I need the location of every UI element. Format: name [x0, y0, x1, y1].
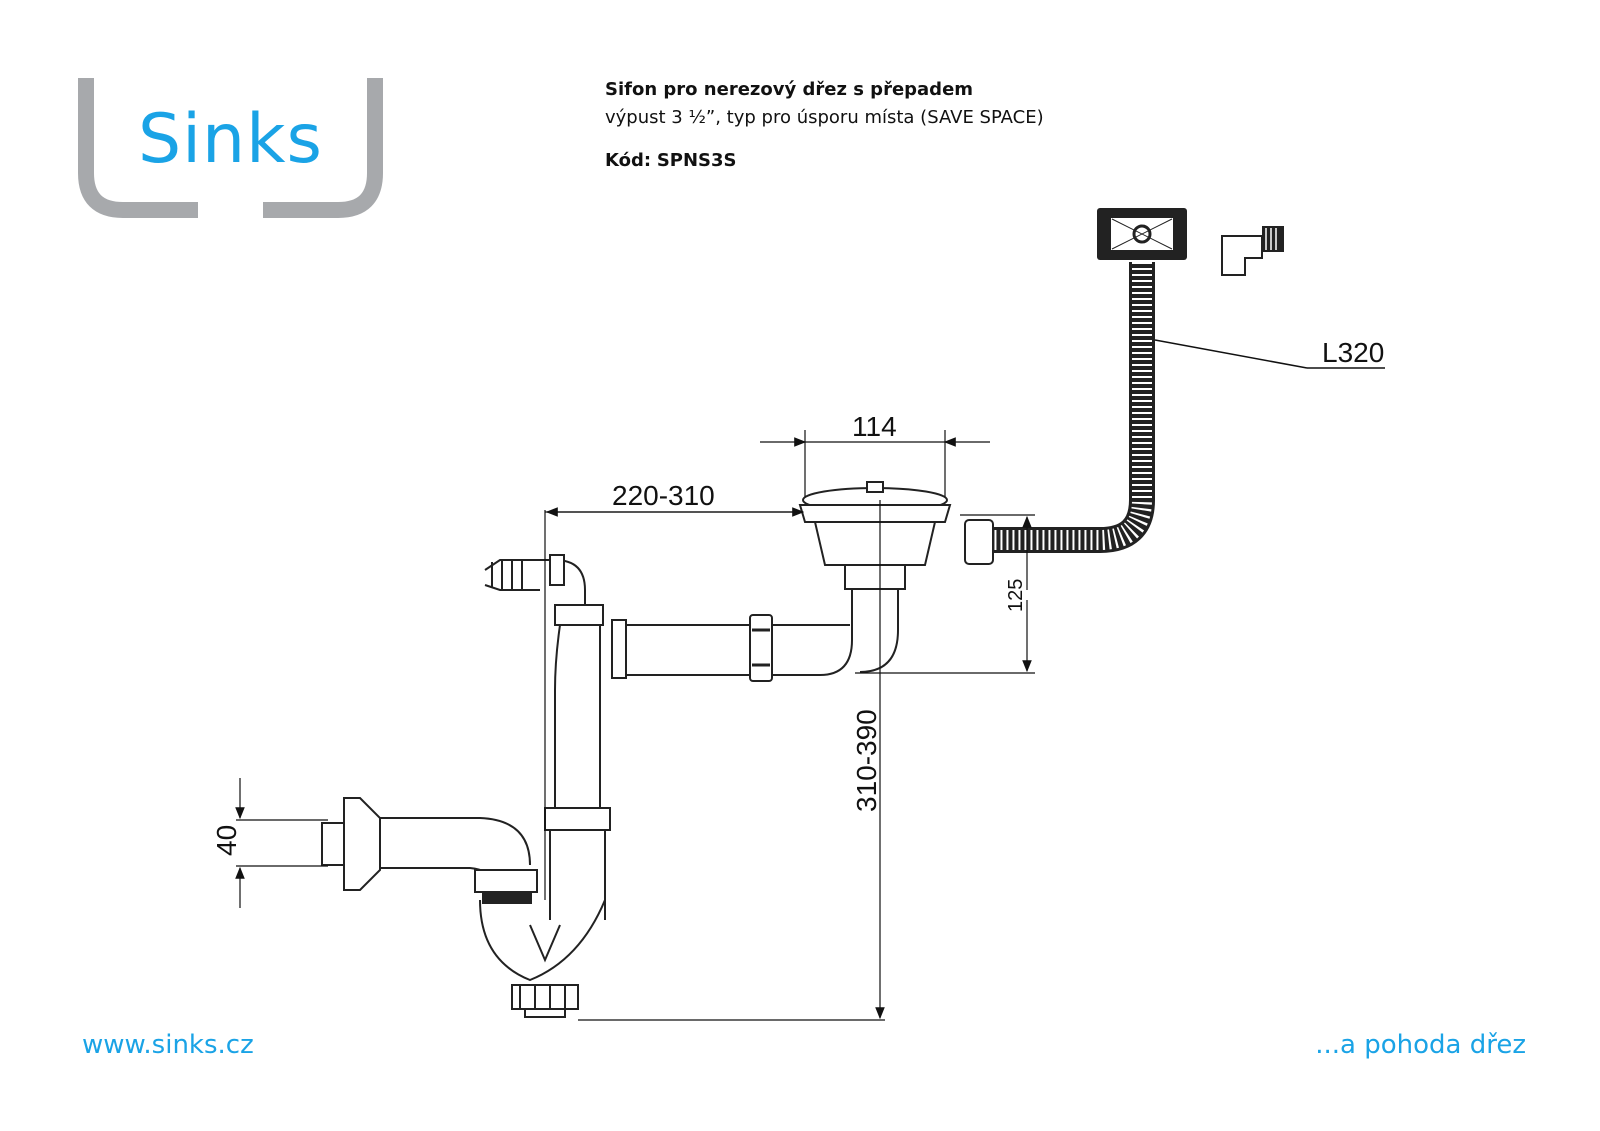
code-value: SPNS3S	[656, 150, 737, 171]
dim-125-label: 125	[1005, 579, 1027, 612]
website-link[interactable]: www.sinks.cz	[82, 1030, 254, 1060]
strainer-basket	[798, 481, 952, 590]
dim-outlet-diameter: 40	[211, 778, 328, 908]
code-label: Kód:	[605, 150, 652, 171]
product-header: Sifon pro nerezový dřez s přepadem výpus…	[605, 78, 1305, 171]
overflow-hose	[990, 262, 1155, 553]
siphon-trap	[479, 899, 606, 1018]
overflow-plate	[1097, 208, 1187, 260]
product-code: Kód: SPNS3S	[605, 150, 1305, 171]
dim-horizontal-span: 220-310	[544, 480, 805, 900]
logo-frame	[78, 78, 383, 218]
overflow-elbow	[1221, 226, 1284, 276]
logo-text: Sinks	[138, 100, 323, 179]
dishwasher-inlet	[484, 554, 604, 626]
dim-310-390-label: 310-390	[851, 709, 882, 812]
hose-length-label: L320	[1322, 337, 1384, 368]
dim-40-label: 40	[211, 825, 242, 856]
outlet-pipe	[321, 797, 538, 904]
dim-outlet-drop: 125	[855, 514, 1035, 674]
hose-leader-line	[1154, 339, 1308, 369]
dim-total-height: 310-390	[578, 500, 885, 1021]
hose-coupling	[964, 519, 994, 565]
dim-strainer-width: 114	[760, 411, 990, 497]
slogan: ...a pohoda dřez	[1315, 1030, 1526, 1060]
sinks-logo: Sinks	[78, 78, 393, 218]
dim-114-label: 114	[852, 411, 897, 442]
dim-220-310-label: 220-310	[612, 480, 715, 511]
drain-pipe-vertical	[544, 624, 611, 920]
product-subtitle: výpust 3 ½”, typ pro úsporu místa (SAVE …	[605, 107, 1044, 128]
drain-pipe-horizontal	[611, 589, 899, 682]
product-title: Sifon pro nerezový dřez s přepadem	[605, 79, 974, 100]
